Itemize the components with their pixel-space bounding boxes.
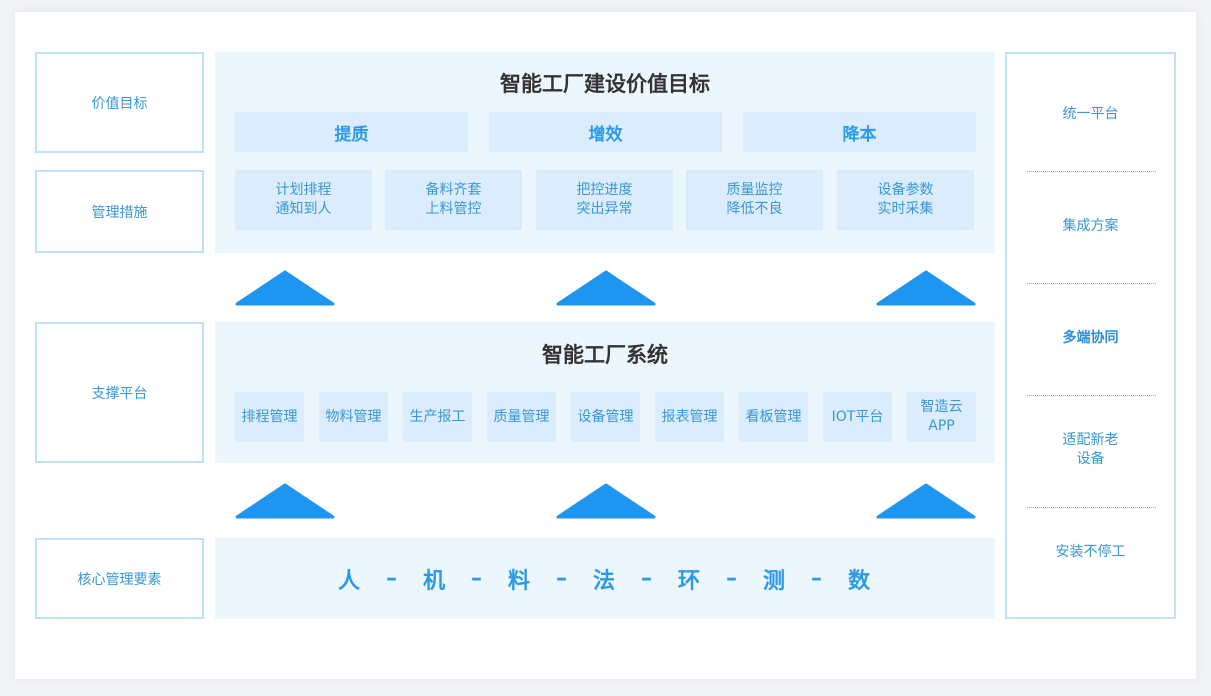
core-element: 数 bbox=[848, 568, 873, 594]
module-tile: 质量管理 bbox=[487, 392, 556, 442]
module-text: 质量管理 bbox=[493, 408, 550, 425]
advantage-text: 安装不停工 bbox=[1055, 544, 1126, 560]
measure-tile: 计划排程 通知到人 bbox=[235, 170, 372, 230]
core-element-separator: – bbox=[385, 566, 399, 591]
core-element: 环 bbox=[678, 568, 703, 594]
divider bbox=[1027, 395, 1156, 396]
core-element: 法 bbox=[592, 568, 617, 594]
core-element: 料 bbox=[507, 568, 532, 594]
module-tile: 智造云 APP bbox=[907, 392, 976, 442]
core-elements-row: 人 – 机 – 料 – 法 – 环 – 测 – 数 bbox=[215, 538, 995, 619]
advantage-text: 集成方案 bbox=[1062, 218, 1119, 234]
module-text: 物料管理 bbox=[325, 408, 382, 425]
core-element-separator: – bbox=[555, 566, 569, 591]
core-element-separator: – bbox=[811, 566, 825, 591]
advantage-text: 适配新老 bbox=[1062, 432, 1119, 448]
left-label-management-measures: 管理措施 bbox=[35, 170, 204, 253]
module-text: 排程管理 bbox=[241, 408, 298, 425]
measure-text: 降低不良 bbox=[726, 201, 783, 217]
measure-tile: 备料齐套 上料管控 bbox=[385, 170, 522, 230]
up-arrow-icon bbox=[876, 270, 976, 306]
goal-cost: 降本 bbox=[743, 112, 976, 152]
measure-text: 设备参数 bbox=[877, 182, 934, 198]
factory-system-panel: 智能工厂系统 排程管理 物料管理 生产报工 质量管理 设备管理 报表管理 看板管… bbox=[215, 322, 995, 463]
core-element: 机 bbox=[422, 568, 447, 594]
measure-text: 备料齐套 bbox=[425, 182, 482, 198]
module-text: 生产报工 bbox=[409, 408, 466, 425]
advantage-integration: 集成方案 bbox=[1007, 217, 1174, 236]
module-tile: 设备管理 bbox=[571, 392, 640, 442]
module-text: 智造云 bbox=[920, 399, 963, 415]
module-tile: IOT平台 bbox=[823, 392, 892, 442]
core-element-separator: – bbox=[470, 566, 484, 591]
measure-text: 突出异常 bbox=[576, 201, 633, 217]
measure-tile: 质量监控 降低不良 bbox=[686, 170, 823, 230]
module-tile: 生产报工 bbox=[403, 392, 472, 442]
factory-system-title: 智能工厂系统 bbox=[542, 343, 668, 367]
measure-text: 计划排程 bbox=[275, 182, 332, 198]
divider bbox=[1027, 507, 1156, 508]
advantage-unified-platform: 统一平台 bbox=[1007, 105, 1174, 124]
divider bbox=[1027, 283, 1156, 284]
core-element: 人 bbox=[337, 568, 362, 594]
module-text: 看板管理 bbox=[745, 408, 802, 425]
advantage-device-adaptation: 适配新老 设备 bbox=[1007, 431, 1174, 469]
measure-text: 把控进度 bbox=[576, 182, 633, 198]
module-text: 设备管理 bbox=[577, 408, 634, 425]
module-tile: 排程管理 bbox=[235, 392, 304, 442]
core-elements-panel: 人 – 机 – 料 – 法 – 环 – 测 – 数 bbox=[215, 538, 995, 619]
module-text: APP bbox=[928, 418, 955, 434]
core-element-separator: – bbox=[641, 566, 654, 591]
module-tile: 看板管理 bbox=[739, 392, 808, 442]
goal-quality: 提质 bbox=[235, 112, 468, 152]
goal-efficiency: 增效 bbox=[489, 112, 722, 152]
left-label-value-goal: 价值目标 bbox=[35, 52, 204, 153]
value-goals-panel: 智能工厂建设价值目标 提质 增效 降本 计划排程 通知到人 备料齐套 上料管控 … bbox=[215, 52, 995, 253]
up-arrow-icon bbox=[876, 483, 976, 519]
measure-tile: 把控进度 突出异常 bbox=[536, 170, 673, 230]
up-arrow-icon bbox=[235, 483, 335, 519]
measure-text: 质量监控 bbox=[726, 182, 783, 198]
measure-text: 上料管控 bbox=[425, 201, 482, 217]
core-element: 测 bbox=[763, 568, 788, 594]
value-goals-title: 智能工厂建设价值目标 bbox=[500, 72, 710, 96]
advantage-text: 设备 bbox=[1076, 451, 1105, 467]
module-text: IOT平台 bbox=[831, 408, 884, 425]
left-label-support-platform: 支撑平台 bbox=[35, 322, 204, 463]
divider bbox=[1027, 171, 1156, 172]
advantage-no-downtime: 安装不停工 bbox=[1007, 543, 1174, 562]
advantage-text: 多端协同 bbox=[1062, 330, 1119, 346]
up-arrow-icon bbox=[556, 270, 656, 306]
core-element-separator: – bbox=[726, 566, 740, 591]
up-arrow-icon bbox=[235, 270, 335, 306]
advantage-multi-terminal: 多端协同 bbox=[1007, 329, 1174, 348]
advantages-column: 统一平台 集成方案 多端协同 适配新老 设备 安装不停工 bbox=[1005, 52, 1176, 619]
left-label-core-elements: 核心管理要素 bbox=[35, 538, 204, 619]
measure-text: 通知到人 bbox=[275, 201, 332, 217]
measure-tile: 设备参数 实时采集 bbox=[837, 170, 974, 230]
module-text: 报表管理 bbox=[661, 408, 718, 425]
module-tile: 报表管理 bbox=[655, 392, 724, 442]
advantage-text: 统一平台 bbox=[1062, 106, 1119, 122]
up-arrow-icon bbox=[556, 483, 656, 519]
module-tile: 物料管理 bbox=[319, 392, 388, 442]
measure-text: 实时采集 bbox=[877, 201, 934, 217]
